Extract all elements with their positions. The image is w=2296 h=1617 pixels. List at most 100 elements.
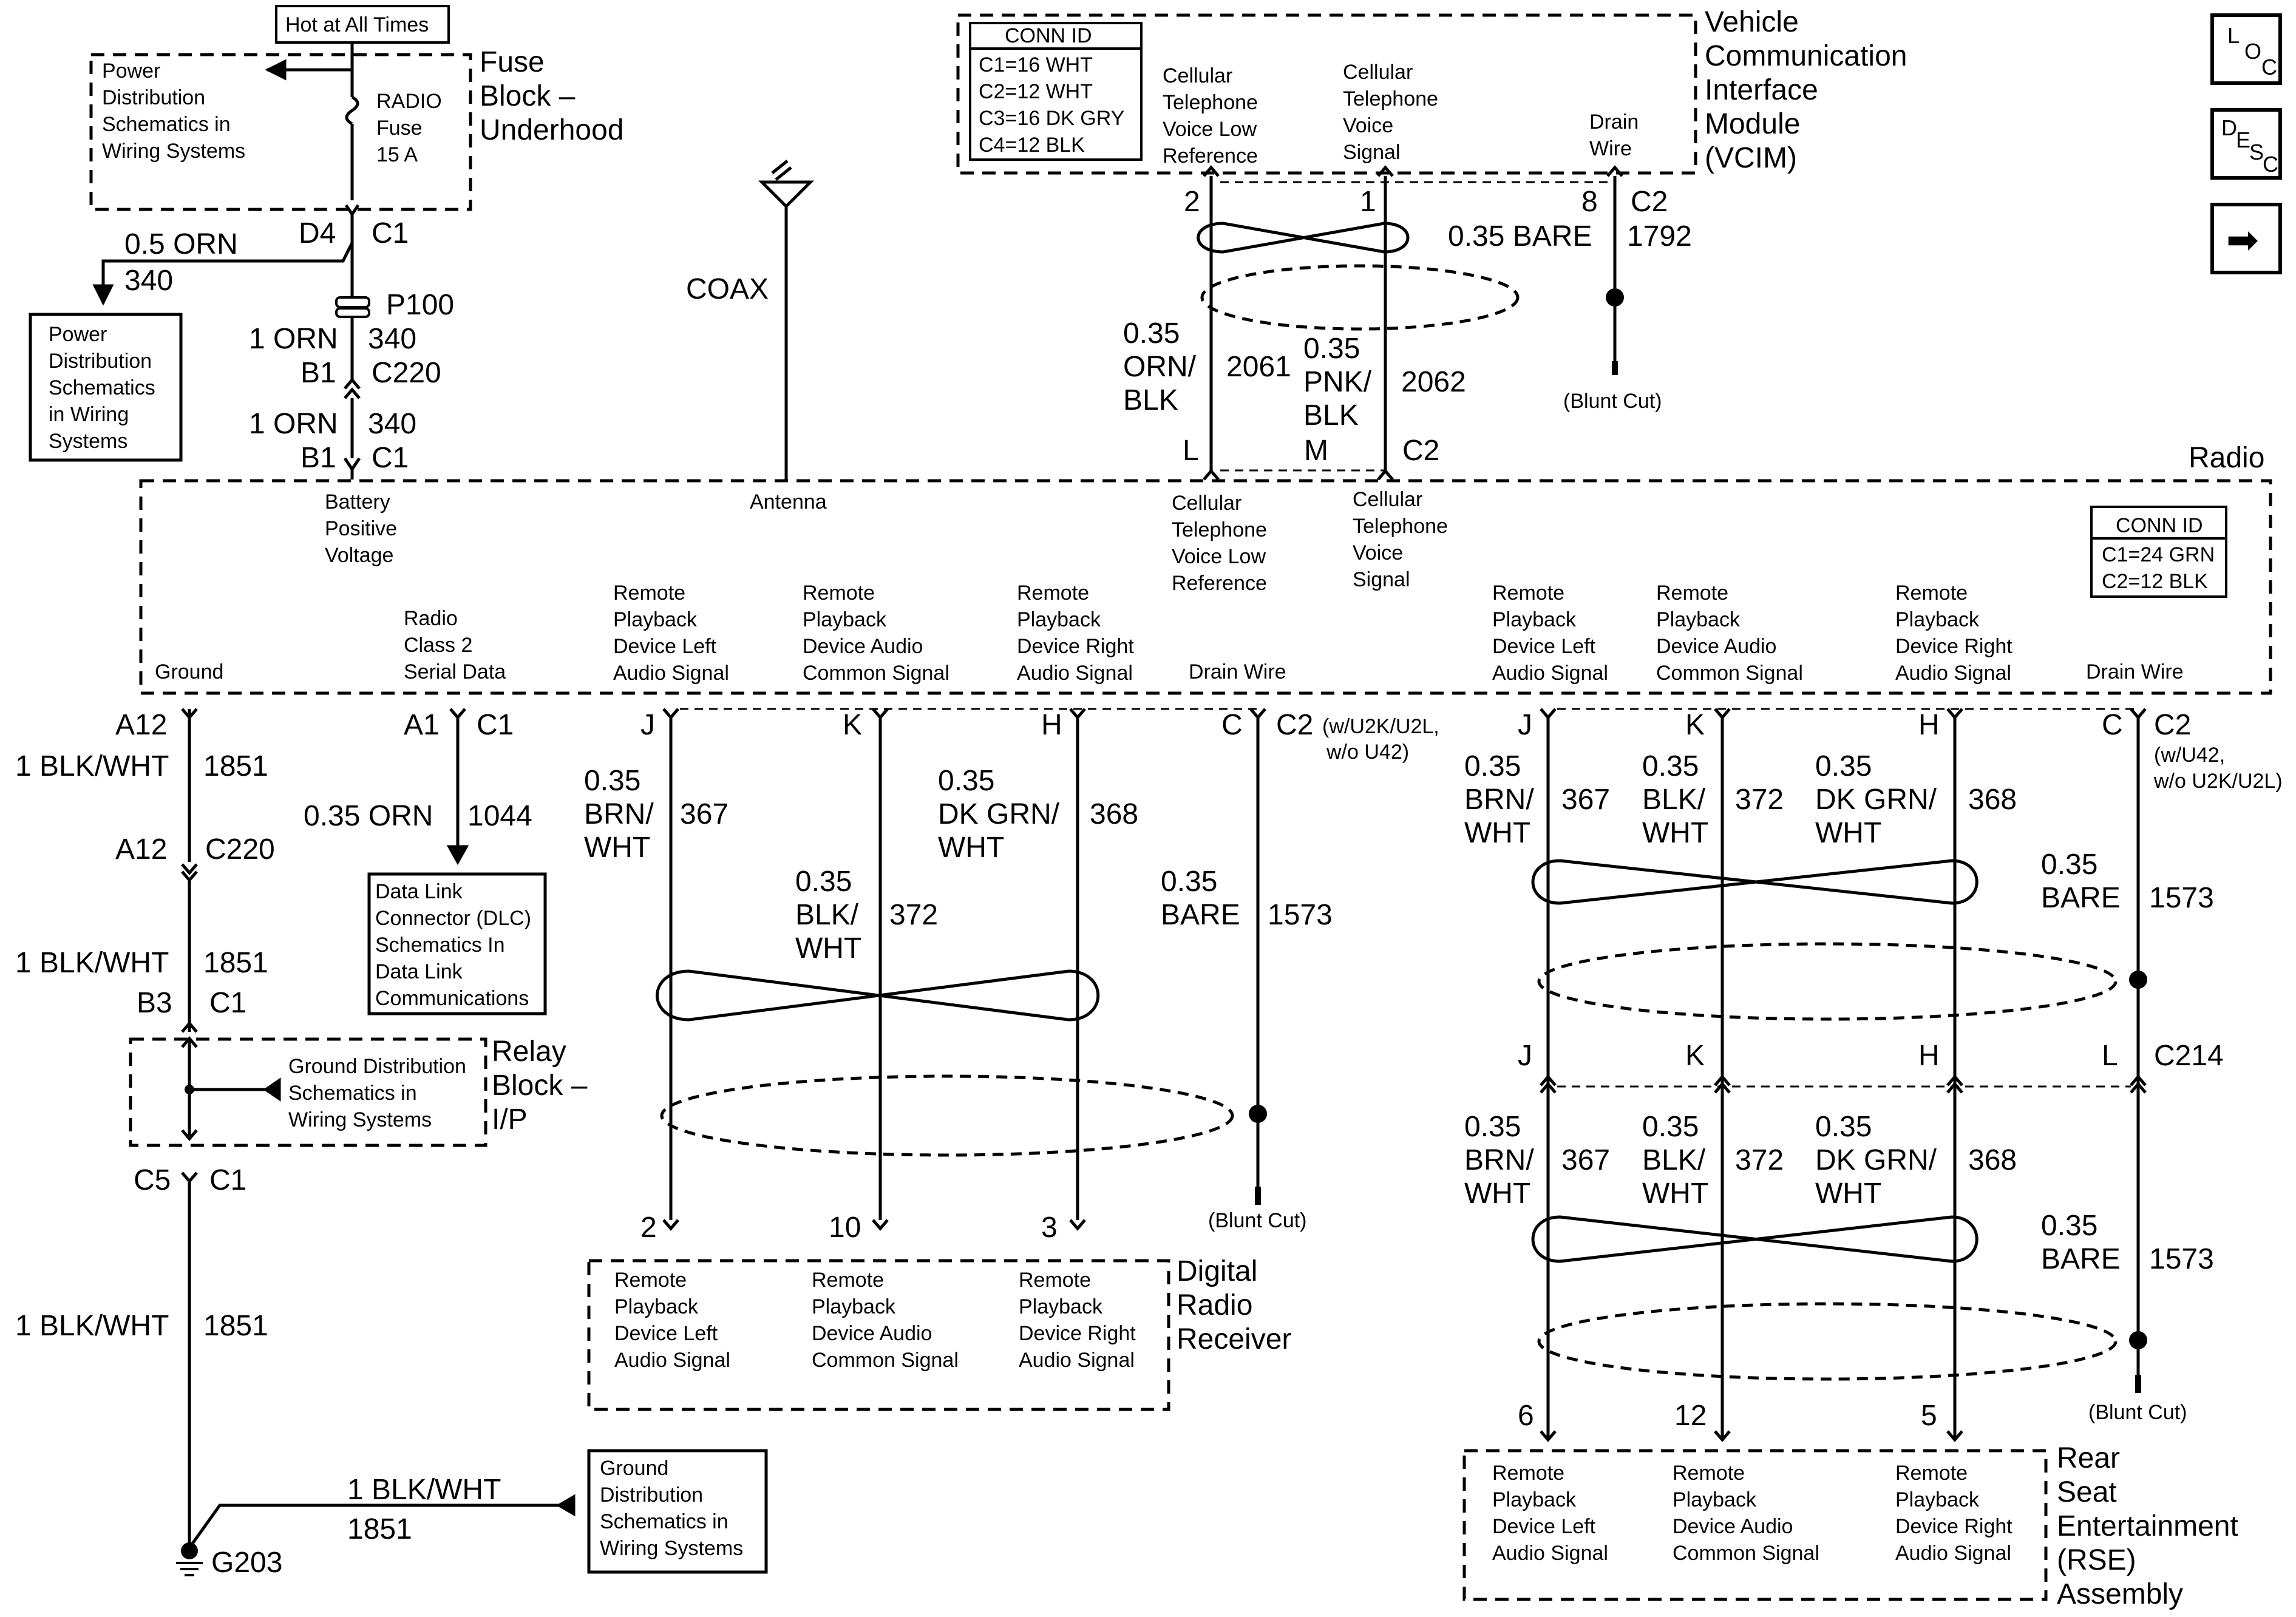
- wire-1-blkwht-b: 1 BLK/WHT: [15, 947, 169, 979]
- fuse-block-underhood: [89, 53, 472, 211]
- power-distribution-ref-2-line-3: Schematics: [49, 376, 155, 399]
- vcim-pin-voice-low-ref-line-2: Telephone: [1163, 91, 1258, 114]
- wire-035-orn-blk-gauge: 0.35: [1123, 317, 1180, 350]
- drr-wire-dkgrn-wht-line-1: DK GRN/: [938, 798, 1060, 830]
- drr-circuit-1573: 1573: [1268, 899, 1333, 931]
- drr-blunt-cut: (Blunt Cut): [1208, 1209, 1307, 1232]
- power-distribution-box-2: [29, 313, 183, 462]
- next-page-button[interactable]: ➡: [2210, 203, 2282, 274]
- drr-pin-right-audio-line-3: Device Right: [1019, 1322, 1136, 1345]
- arrow-right-icon: ➡: [2226, 218, 2259, 262]
- rse-pin-right-audio-line-1: Remote: [1895, 1462, 1968, 1485]
- rse-wire-blk-wht-b-line-1: BLK/: [1642, 1144, 1706, 1176]
- radio-pin-drr-common-line-1: Remote: [803, 581, 875, 605]
- rse-c2-option-1: (w/U42,: [2154, 744, 2225, 767]
- radio-pin-serial-data-line-3: Serial Data: [404, 660, 506, 683]
- vcim-shield: [1200, 264, 1520, 331]
- rse-shield-lower: [1537, 1302, 2118, 1381]
- radio-fuse-label-line-3: 15 A: [376, 143, 418, 166]
- drr-twist: [656, 969, 1100, 1022]
- radio-pin-rse-common-line-2: Playback: [1656, 608, 1741, 631]
- drr-pin-common-line-3: Device Audio: [812, 1322, 932, 1345]
- wire-orn-blk-line-2: BLK: [1123, 384, 1178, 416]
- vcim-pin-1: 1: [1360, 186, 1376, 218]
- drr-c2-option-2: w/o U42): [1326, 741, 1409, 764]
- circuit-2062: 2062: [1401, 366, 1466, 398]
- radio-pin-voice-low-ref-line-2: Telephone: [1172, 518, 1267, 541]
- radio-pin-rse-right-audio-line-2: Playback: [1895, 608, 1980, 631]
- power-distribution-ref-line-4: Wiring Systems: [102, 140, 245, 163]
- radio-pin-rse-right-audio-line-4: Audio Signal: [1895, 662, 2011, 685]
- radio-pin-rse-right-audio-line-3: Device Right: [1895, 635, 2012, 658]
- wire-orn-blk-line-1: ORN/: [1123, 351, 1197, 383]
- hot-at-all-times-label: Hot at All Times: [285, 13, 429, 36]
- digital-radio-receiver-name-line-1: Digital: [1177, 1255, 1257, 1287]
- drr-wire-372-gauge: 0.35: [795, 866, 852, 898]
- radio-pin-drr-left-audio-line-3: Device Left: [613, 635, 717, 658]
- fuse-block-name-line-3: Underhood: [480, 114, 624, 146]
- radio-pin-serial-data-line-1: Radio: [404, 607, 458, 630]
- vcim-pin-voice-low-ref-line-3: Voice Low: [1163, 118, 1257, 141]
- relay-ground-distribution-ref-line-1: Ground Distribution: [288, 1055, 466, 1078]
- radio-conn-id-box: [2090, 506, 2227, 598]
- drr-wire-blk-wht-line-1: BLK/: [795, 899, 859, 931]
- pin-b1-b: B1: [301, 442, 336, 474]
- radio-name: Radio: [2189, 442, 2264, 474]
- rse-pin-left-audio-line-1: Remote: [1492, 1462, 1564, 1485]
- drr-pin-k: K: [843, 709, 862, 741]
- relay-block-name-line-3: I/P: [492, 1103, 528, 1136]
- drr-pin-3: 3: [1041, 1212, 1058, 1244]
- radio-pin-voice-signal-line-3: Voice: [1353, 541, 1403, 564]
- drr-wire-brn-wht-line-1: BRN/: [584, 798, 654, 830]
- location-button[interactable]: L O C: [2210, 13, 2282, 85]
- vcim-blunt-cut: (Blunt Cut): [1563, 390, 1662, 413]
- circuit-1792: 1792: [1627, 220, 1692, 253]
- rse-shield-upper: [1537, 942, 2118, 1021]
- drr-pin-common-line-1: Remote: [812, 1269, 884, 1292]
- loc-letter-c: C: [2261, 55, 2277, 80]
- radio-conn-id-line-1: C1=24 GRN: [2102, 543, 2215, 566]
- rse-assembly-name-line-5: Assembly: [2057, 1578, 2183, 1610]
- drr-pin-right-audio-line-2: Playback: [1019, 1295, 1103, 1318]
- radio-pin-drr-common-line-2: Playback: [803, 608, 887, 631]
- rse-wire-dkgrn-wht-a-line-2: WHT: [1815, 817, 1881, 849]
- connector-c1-radio: C1: [372, 442, 409, 474]
- power-distribution-ref-2-line-4: in Wiring: [49, 403, 129, 426]
- radio-fuse-label-line-2: Fuse: [376, 117, 423, 140]
- radio-pin-voice-low-ref-line-1: Cellular: [1172, 492, 1241, 515]
- circuit-340-b: 340: [368, 323, 416, 355]
- wire-1-orn-a: 1 ORN: [249, 323, 338, 355]
- rse-pin-left-audio-line-2: Playback: [1492, 1488, 1577, 1511]
- rse-circuit-367-b: 367: [1561, 1144, 1610, 1176]
- dlc-ref-line-5: Communications: [375, 987, 529, 1010]
- pin-a12-c220: A12: [115, 833, 167, 866]
- description-button[interactable]: D E S C: [2210, 108, 2282, 180]
- rse-pin-j: J: [1518, 709, 1532, 741]
- wire-035-bare-vcim: 0.35 BARE: [1448, 220, 1592, 253]
- pin-d4: D4: [299, 217, 336, 249]
- vcim-pin-voice-signal-line-2: Telephone: [1343, 87, 1438, 110]
- hot-at-all-times-box: [275, 5, 450, 44]
- pin-a12-radio: A12: [115, 709, 167, 741]
- radio-pin-voice-signal-line-1: Cellular: [1353, 488, 1422, 511]
- radio-pin-voice-signal-line-4: Signal: [1353, 568, 1410, 591]
- radio-pin-rse-common-line-4: Common Signal: [1656, 662, 1803, 685]
- relay-block-ip: [129, 1037, 487, 1147]
- radio-pin-l: L: [1183, 435, 1199, 467]
- desc-letter-c: C: [2263, 152, 2278, 177]
- rse-wire-brn-wht-a-line-1: BRN/: [1464, 784, 1534, 816]
- rse-assembly-box: [1462, 1449, 2048, 1601]
- radio-pin-antenna-line-1: Antenna: [750, 490, 827, 514]
- fuse-block-name-line-2: Block –: [480, 80, 576, 112]
- rse-c2-option-2: w/o U2K/U2L): [2153, 770, 2283, 793]
- rse-twist-upper: [1531, 859, 1978, 905]
- c214-pin-j: J: [1518, 1040, 1532, 1072]
- rse-wire-367-gauge-a: 0.35: [1464, 750, 1521, 782]
- rse-wire-dkgrn-wht-a-line-1: DK GRN/: [1815, 784, 1937, 816]
- circuit-2061: 2061: [1226, 351, 1291, 383]
- drr-pin-left-audio-line-1: Remote: [614, 1269, 687, 1292]
- drr-connector-c2: C2: [1276, 709, 1313, 741]
- rse-pin-common-line-2: Playback: [1673, 1488, 1757, 1511]
- rse-wire-bare-b: BARE: [2041, 1243, 2121, 1275]
